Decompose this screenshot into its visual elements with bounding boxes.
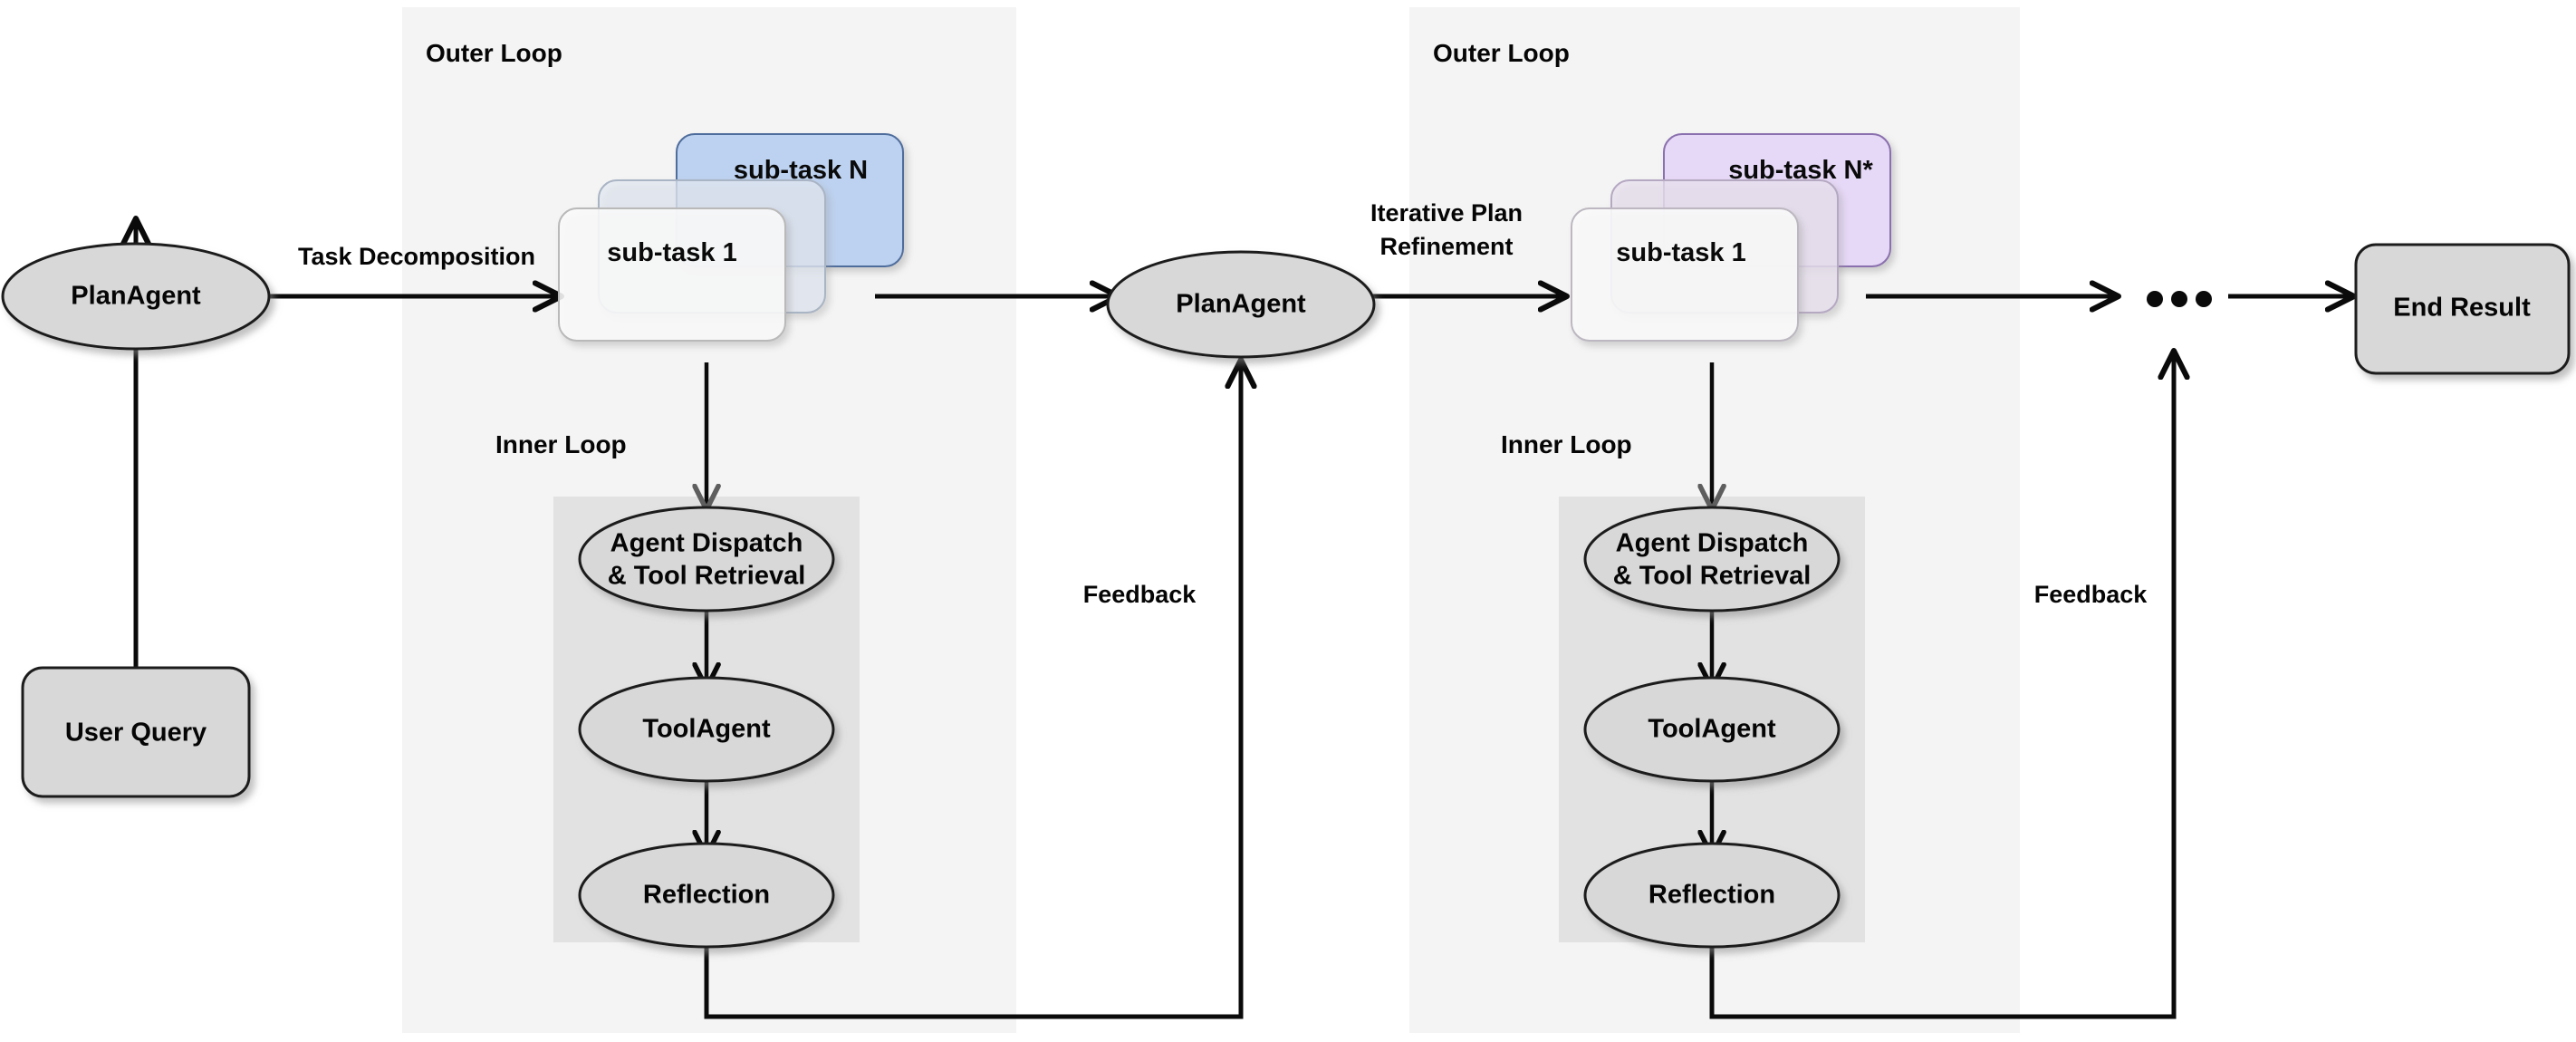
- edge-label-iterative-plan-line2: Refinement: [1379, 233, 1513, 260]
- edge-label-iterative-plan-line1: Iterative Plan: [1370, 199, 1523, 227]
- node-tool-agent-2-label: ToolAgent: [1648, 715, 1776, 744]
- node-agent-dispatch-2-line2: & Tool Retrieval: [1613, 562, 1812, 591]
- node-reflection-2-label: Reflection: [1648, 881, 1775, 910]
- edge-feedback-2: [1709, 353, 2174, 1019]
- node-plan-agent-1-label: PlanAgent: [71, 282, 201, 311]
- node-tool-agent-1[interactable]: ToolAgent: [578, 676, 835, 783]
- node-plan-agent-2-label: PlanAgent: [1176, 290, 1306, 319]
- node-end-result-label: End Result: [2393, 294, 2531, 323]
- node-agent-dispatch-1[interactable]: Agent Dispatch & Tool Retrieval: [578, 506, 835, 613]
- node-user-query-label: User Query: [65, 719, 207, 748]
- node-tool-agent-2[interactable]: ToolAgent: [1583, 676, 1841, 783]
- subtask-card-front-1-label: sub-task 1: [607, 238, 736, 267]
- node-end-result[interactable]: End Result: [2354, 243, 2571, 375]
- node-agent-dispatch-1-line1: Agent Dispatch: [610, 529, 803, 558]
- node-user-query[interactable]: User Query: [21, 666, 251, 798]
- node-plan-agent-2[interactable]: PlanAgent: [1106, 250, 1376, 359]
- edge-label-feedback-1: Feedback: [1083, 581, 1197, 608]
- subtask-stack-1[interactable]: sub-task N sub-task 1: [558, 133, 904, 342]
- node-reflection-1-label: Reflection: [643, 881, 770, 910]
- ellipsis-icon: [2147, 291, 2212, 307]
- edge-label-task-decomposition: Task Decomposition: [298, 243, 535, 270]
- subtask-stack-2[interactable]: sub-task N* sub-task 1: [1571, 133, 1891, 342]
- edge-label-feedback-2: Feedback: [2034, 581, 2148, 608]
- outer-loop-label-2: Outer Loop: [1433, 39, 1570, 67]
- node-plan-agent-1[interactable]: PlanAgent: [1, 242, 271, 351]
- node-agent-dispatch-1-line2: & Tool Retrieval: [608, 562, 806, 591]
- subtask-card-front-2[interactable]: [1571, 207, 1799, 342]
- outer-loop-label-1: Outer Loop: [426, 39, 562, 67]
- node-reflection-2[interactable]: Reflection: [1583, 842, 1841, 949]
- subtask-card-front-1[interactable]: [558, 207, 786, 342]
- node-agent-dispatch-2-line1: Agent Dispatch: [1616, 529, 1809, 558]
- node-agent-dispatch-2[interactable]: Agent Dispatch & Tool Retrieval: [1583, 506, 1841, 613]
- edge-feedback-1: [704, 362, 1241, 1019]
- node-tool-agent-1-label: ToolAgent: [642, 715, 771, 744]
- node-reflection-1[interactable]: Reflection: [578, 842, 835, 949]
- inner-loop-label-2: Inner Loop: [1501, 430, 1632, 458]
- inner-loop-label-1: Inner Loop: [495, 430, 627, 458]
- subtask-card-front-2-label: sub-task 1: [1616, 238, 1745, 267]
